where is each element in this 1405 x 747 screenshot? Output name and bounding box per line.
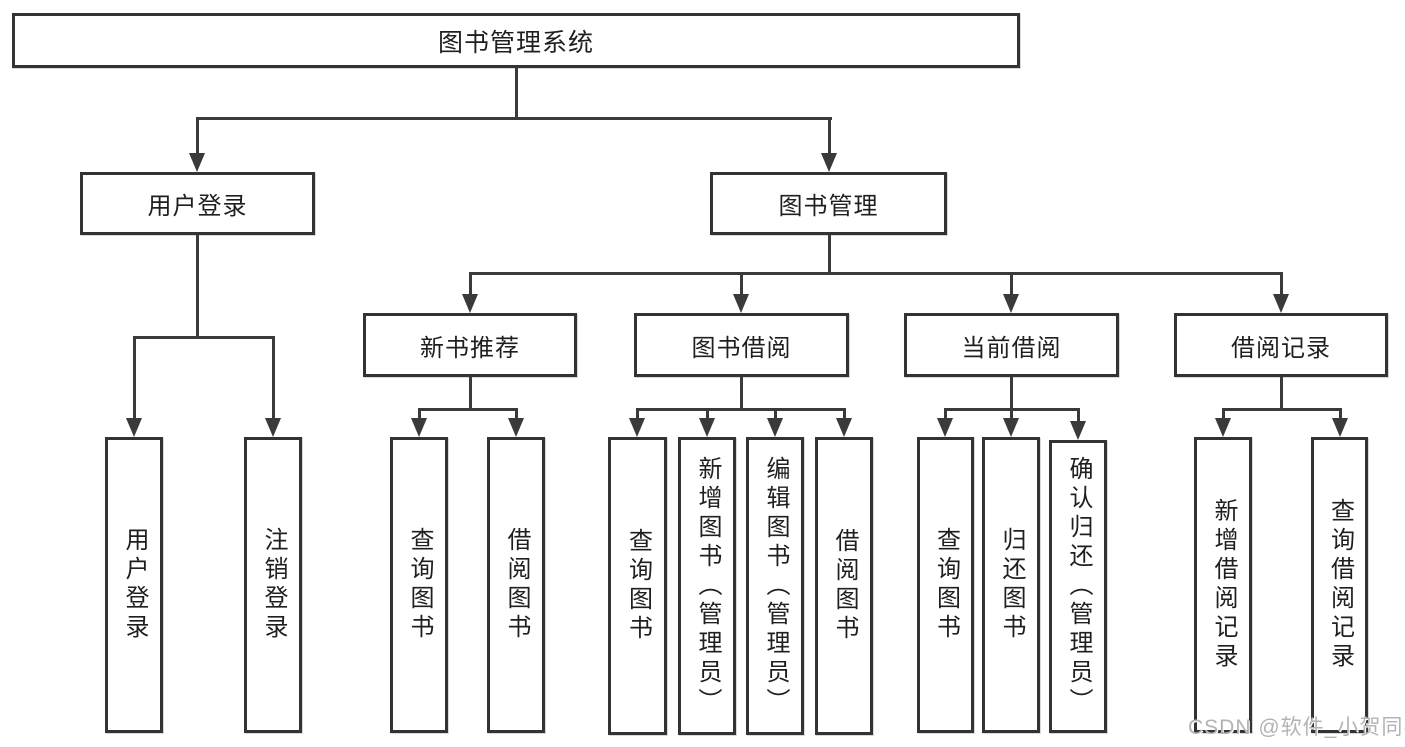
arrowhead-down-icon bbox=[699, 418, 715, 437]
leaf-return-books: 归还图书 bbox=[982, 437, 1040, 733]
leaf-logout: 注销登录 bbox=[244, 437, 302, 733]
arrowhead-down-icon bbox=[265, 418, 281, 437]
connector-line bbox=[636, 408, 845, 411]
node-book-management: 图书管理 bbox=[710, 172, 947, 235]
connector-line bbox=[774, 408, 777, 422]
connector-line bbox=[196, 235, 199, 339]
connector-line bbox=[1280, 377, 1283, 411]
connector-line bbox=[706, 408, 709, 422]
leaf-query-books-recommend: 查询图书 bbox=[390, 437, 448, 733]
connector-line bbox=[828, 117, 831, 157]
connector-line bbox=[828, 235, 831, 275]
arrowhead-down-icon bbox=[1070, 421, 1086, 440]
connector-line bbox=[515, 68, 518, 119]
leaf-borrow-books-recommend: 借阅图书 bbox=[487, 437, 545, 733]
connector-line bbox=[469, 272, 472, 298]
arrowhead-down-icon bbox=[1003, 294, 1019, 313]
arrowhead-down-icon bbox=[1215, 418, 1231, 437]
arrowhead-down-icon bbox=[189, 153, 205, 172]
arrowhead-down-icon bbox=[1273, 294, 1289, 313]
arrowhead-down-icon bbox=[508, 418, 524, 437]
connector-line bbox=[1222, 408, 1225, 422]
arrowhead-down-icon bbox=[937, 418, 953, 437]
connector-line bbox=[944, 408, 947, 422]
arrowhead-down-icon bbox=[733, 294, 749, 313]
arrowhead-down-icon bbox=[126, 418, 142, 437]
node-current-borrow: 当前借阅 bbox=[904, 313, 1119, 377]
connector-line bbox=[469, 377, 472, 411]
csdn-watermark: CSDN @软件_小贺同学 bbox=[1188, 716, 1405, 739]
connector-line bbox=[740, 377, 743, 411]
connector-line bbox=[418, 408, 421, 422]
arrowhead-down-icon bbox=[411, 418, 427, 437]
connector-line bbox=[636, 408, 639, 422]
leaf-user-login: 用户登录 bbox=[105, 437, 163, 733]
leaf-query-books-current: 查询图书 bbox=[917, 437, 974, 733]
connector-line bbox=[1280, 272, 1283, 298]
arrowhead-down-icon bbox=[629, 418, 645, 437]
node-root: 图书管理系统 bbox=[12, 13, 1020, 68]
arrowhead-down-icon bbox=[836, 418, 852, 437]
leaf-edit-books-admin: 编辑图书（管理员） bbox=[746, 437, 804, 735]
connector-line bbox=[196, 117, 832, 120]
node-book-borrow: 图书借阅 bbox=[634, 313, 849, 377]
connector-line bbox=[272, 336, 275, 421]
leaf-query-borrow-record: 查询借阅记录 bbox=[1311, 437, 1368, 733]
connector-line bbox=[133, 336, 274, 339]
leaf-borrow-books: 借阅图书 bbox=[815, 437, 873, 735]
connector-line bbox=[1077, 408, 1080, 424]
arrowhead-down-icon bbox=[767, 418, 783, 437]
arrowhead-down-icon bbox=[821, 153, 837, 172]
leaf-query-books-borrow: 查询图书 bbox=[608, 437, 667, 735]
connector-line bbox=[469, 272, 1282, 275]
node-user-login: 用户登录 bbox=[80, 172, 315, 235]
connector-line bbox=[1010, 408, 1013, 422]
arrowhead-down-icon bbox=[1332, 418, 1348, 437]
leaf-confirm-return-admin: 确认归还（管理员） bbox=[1049, 440, 1107, 733]
arrowhead-down-icon bbox=[1003, 418, 1019, 437]
connector-line bbox=[515, 408, 518, 422]
node-borrow-records: 借阅记录 bbox=[1174, 313, 1388, 377]
connector-line bbox=[196, 117, 199, 157]
leaf-add-borrow-record: 新增借阅记录 bbox=[1194, 437, 1252, 733]
connector-line bbox=[133, 336, 136, 421]
arrowhead-down-icon bbox=[462, 294, 478, 313]
connector-line bbox=[1010, 272, 1013, 298]
connector-line bbox=[418, 408, 518, 411]
connector-line bbox=[1339, 408, 1342, 422]
connector-line bbox=[1010, 377, 1013, 411]
connector-line bbox=[740, 272, 743, 298]
connector-line bbox=[1222, 408, 1341, 411]
node-new-book-recommend: 新书推荐 bbox=[363, 313, 577, 377]
leaf-add-books-admin: 新增图书（管理员） bbox=[678, 437, 736, 735]
connector-line bbox=[843, 408, 846, 422]
